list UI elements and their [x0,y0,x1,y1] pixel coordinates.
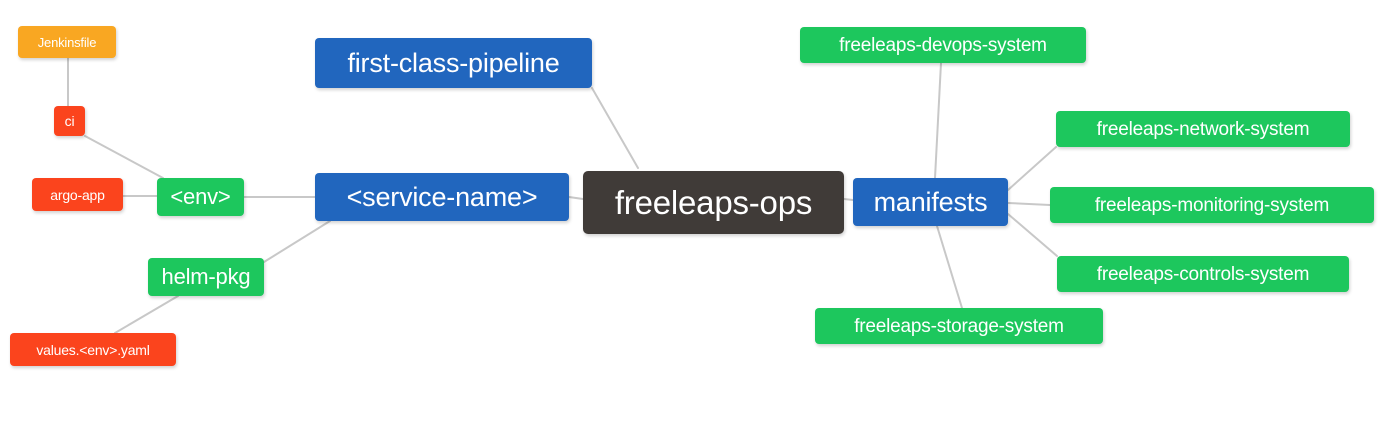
node-freeleaps-storage-system[interactable]: freeleaps-storage-system [815,308,1103,344]
node-freeleaps-controls-system[interactable]: freeleaps-controls-system [1057,256,1349,292]
node-first-class-pipeline[interactable]: first-class-pipeline [315,38,592,88]
node-values-yaml[interactable]: values.<env>.yaml [10,333,176,366]
node-jenkinsfile[interactable]: Jenkinsfile [18,26,116,58]
edge-manifests-to-freeleaps-monitoring-system [1007,202,1051,206]
node-env[interactable]: <env> [157,178,244,216]
node-ci[interactable]: ci [54,106,85,136]
node-helm-pkg[interactable]: helm-pkg [148,258,264,296]
edge-manifests-to-freeleaps-network-system [1007,146,1057,191]
node-manifests[interactable]: manifests [853,178,1008,226]
edge-root-to-manifests [843,198,854,201]
node-freeleaps-monitoring-system[interactable]: freeleaps-monitoring-system [1050,187,1374,223]
node-freeleaps-devops-system[interactable]: freeleaps-devops-system [800,27,1086,63]
edge-first-class-pipeline-to-root [591,87,639,169]
edge-manifests-to-freeleaps-devops-system [934,62,942,179]
edge-helm-pkg-to-service-name [263,220,331,263]
node-root[interactable]: freeleaps-ops [583,171,844,234]
node-service-name[interactable]: <service-name> [315,173,569,221]
node-freeleaps-network-system[interactable]: freeleaps-network-system [1056,111,1350,147]
edge-values-yaml-to-helm-pkg [114,295,179,334]
edge-ci-to-env [84,135,164,179]
edge-service-name-to-root [568,196,584,200]
node-argo-app[interactable]: argo-app [32,178,123,211]
edge-manifests-to-freeleaps-storage-system [936,225,963,309]
